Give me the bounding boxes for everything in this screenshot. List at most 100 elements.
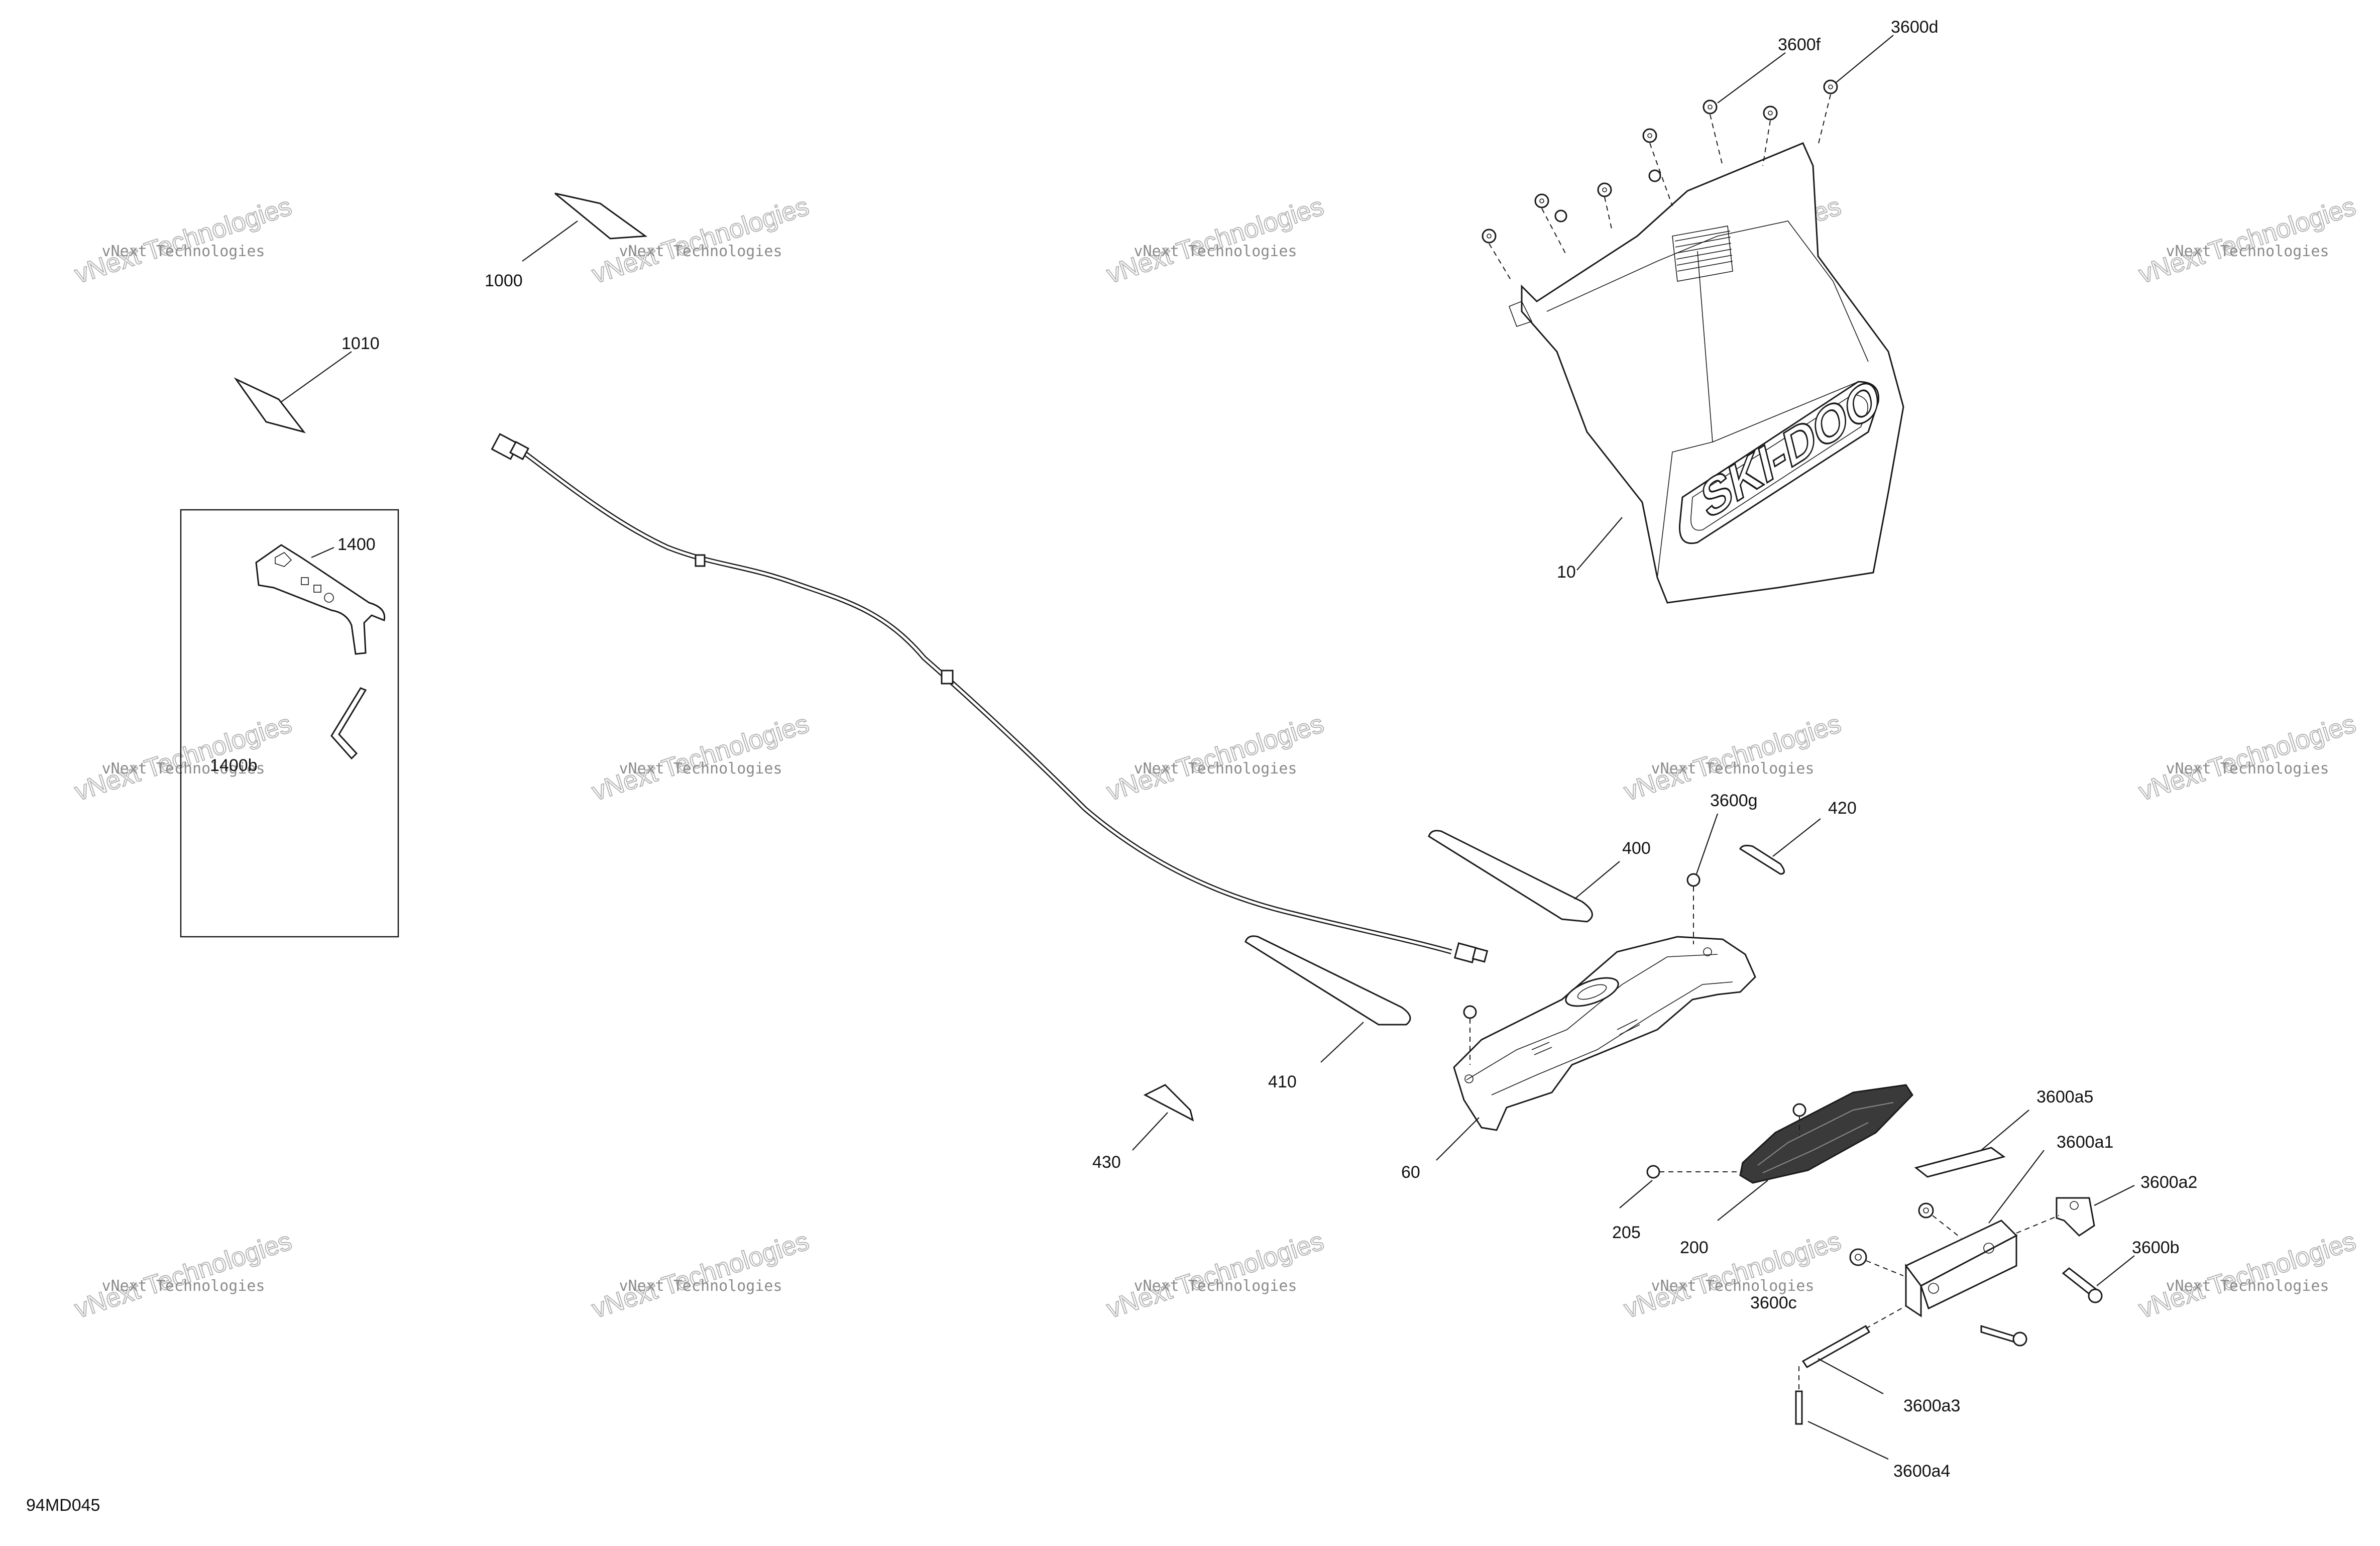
nut [1534,193,1549,208]
svg-text:vNext Technologies: vNext Technologies [101,1277,265,1295]
part-420-reflector[interactable] [1739,818,1821,875]
part-3600a2-clip[interactable] [2016,1185,2135,1237]
diagram-code: 94MD045 [26,1496,100,1515]
svg-text:vNext Technologies: vNext Technologies [1651,760,1814,778]
svg-text:vNext Technologies: vNext Technologies [589,192,813,289]
svg-text:vNext Technologies: vNext Technologies [2135,709,2359,807]
svg-text:vNext Technologies: vNext Technologies [1134,243,1297,260]
callout-1010: 1010 [342,334,380,353]
part-1010-decal[interactable] [234,351,352,433]
nut [1642,128,1657,143]
nut [1763,105,1778,121]
svg-text:vNext Technologies: vNext Technologies [1134,1277,1297,1295]
callout-3600a1: 3600a1 [2057,1133,2113,1152]
bolt [1554,209,1567,223]
svg-text:vNext Technologies: vNext Technologies [1651,1277,1814,1295]
screw-60 [1463,1005,1477,1065]
callout-3600a5: 3600a5 [2036,1087,2093,1107]
fastener-set-3600d-3600f[interactable] [1482,35,1894,282]
callout-labels: 10 60 200 205 400 410 420 430 1000 1010 … [210,18,2197,1481]
callout-3600b: 3600b [2132,1238,2180,1257]
part-3600c-nut[interactable] [1849,1248,1904,1276]
bolt-3600a-assembly [1980,1324,2027,1347]
callout-3600a4: 3600a4 [1893,1462,1950,1481]
svg-text:vNext Technologies: vNext Technologies [1134,760,1297,778]
part-10-rear-flap[interactable]: SKI-DOO [1508,142,1904,604]
callout-3600a3: 3600a3 [1903,1396,1960,1415]
svg-text:vNext Technologies: vNext Technologies [71,192,295,289]
callout-1400: 1400 [337,535,376,554]
nut [1597,182,1612,197]
part-60-taillight-housing[interactable] [1436,936,1756,1161]
svg-text:vNext Technologies: vNext Technologies [2166,760,2329,778]
svg-text:vNext Technologies: vNext Technologies [1103,1227,1327,1324]
callout-3600f: 3600f [1778,35,1821,54]
nut-upper [1918,1202,1962,1239]
callout-400: 400 [1622,839,1651,858]
svg-text:vNext Technologies: vNext Technologies [589,1227,813,1324]
svg-text:vNext Technologies: vNext Technologies [619,760,782,778]
svg-text:vNext Technologies: vNext Technologies [1103,192,1327,289]
callout-60: 60 [1401,1163,1420,1182]
svg-text:vNext Technologies: vNext Technologies [71,1227,295,1324]
svg-text:vNext Technologies: vNext Technologies [589,709,813,807]
callout-200: 200 [1680,1238,1709,1257]
callout-1000: 1000 [485,271,523,290]
part-400-reflector[interactable] [1428,830,1620,923]
callout-1400b: 1400b [210,756,258,775]
svg-text:vNext Technologies: vNext Technologies [71,709,295,807]
part-200-lens[interactable] [1717,1084,1913,1221]
svg-text:vNext Technologies: vNext Technologies [2166,243,2329,260]
part-205-screw[interactable] [1619,1165,1743,1208]
part-3600b-bolt[interactable] [2062,1255,2135,1303]
callout-410: 410 [1268,1072,1297,1091]
tool-kit-frame [180,509,399,938]
part-1000-decal[interactable] [522,192,648,262]
flap-grille [1672,226,1733,282]
part-3600a3-pin[interactable] [1801,1305,1906,1394]
part-430-reflector[interactable] [1132,1084,1194,1151]
svg-text:vNext Technologies: vNext Technologies [2135,192,2359,289]
part-1400-wrench[interactable] [255,544,386,655]
callout-205: 205 [1612,1223,1641,1242]
part-1400b-hex-key[interactable] [330,687,367,760]
nut [1823,79,1838,94]
svg-text:vNext Technologies: vNext Technologies [1103,709,1327,807]
part-3600a5-strip[interactable] [1914,1110,2029,1178]
callout-430: 430 [1092,1153,1121,1172]
svg-text:vNext Technologies: vNext Technologies [619,243,782,260]
callout-3600a2: 3600a2 [2140,1173,2197,1192]
svg-text:vNext Technologies: vNext Technologies [101,760,265,778]
svg-text:vNext Technologies: vNext Technologies [101,243,265,260]
nut [1482,229,1497,244]
bolt [1648,169,1661,182]
callout-3600d: 3600d [1891,18,1939,37]
svg-text:vNext Technologies: vNext Technologies [619,1277,782,1295]
part-3600a1-bracket[interactable] [1904,1150,2045,1317]
screw-200 [1792,1103,1806,1135]
callout-10: 10 [1557,563,1576,582]
svg-text:vNext Technologies: vNext Technologies [1621,1227,1845,1324]
callout-3600c: 3600c [1750,1293,1797,1312]
callout-3600g: 3600g [1710,791,1758,810]
wire-harness[interactable] [491,433,1489,963]
fastener-3600g[interactable] [1686,813,1719,944]
part-410-reflector[interactable] [1244,935,1411,1063]
part-3600a4-cotter[interactable] [1795,1366,1889,1460]
callout-420: 420 [1828,799,1857,818]
